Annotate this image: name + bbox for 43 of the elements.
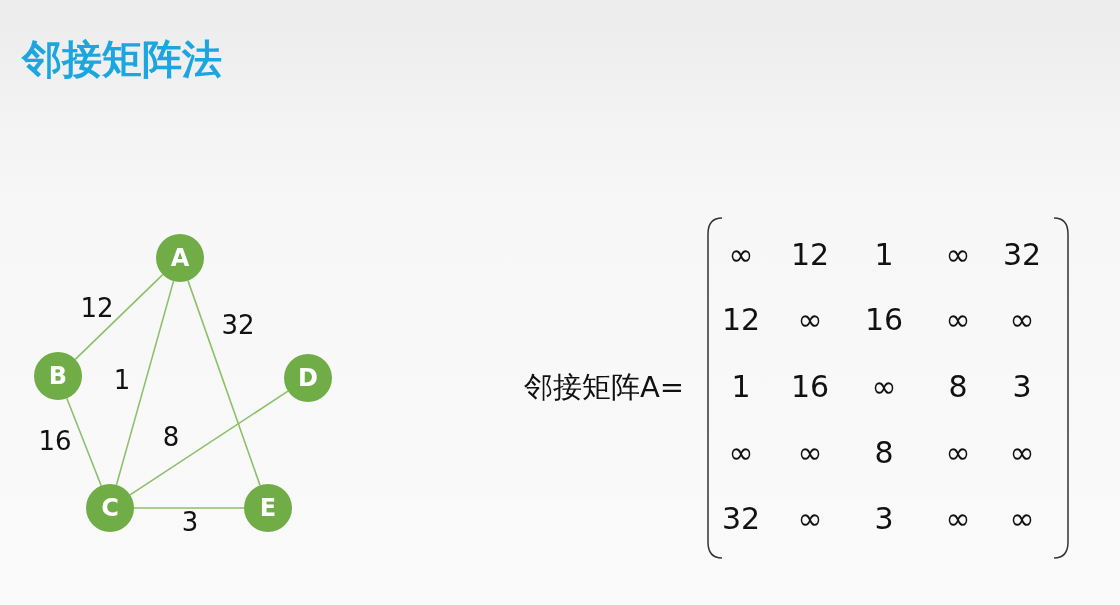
matrix-entry: ∞ bbox=[1009, 434, 1035, 470]
matrix-entry: ∞ bbox=[945, 236, 971, 272]
matrix-entry: 16 bbox=[790, 368, 830, 404]
edge-weight: 8 bbox=[162, 422, 180, 452]
matrix-entry: ∞ bbox=[945, 500, 971, 536]
vertex-circle: D bbox=[284, 354, 332, 402]
matrix-entry: ∞ bbox=[797, 434, 823, 470]
matrix-entry: 32 bbox=[1002, 236, 1042, 272]
matrix-entry: 8 bbox=[948, 368, 968, 404]
graph-edge bbox=[74, 273, 164, 361]
graph-edge bbox=[66, 397, 102, 487]
matrix-entry: 12 bbox=[721, 301, 761, 337]
matrix-entry: 12 bbox=[790, 236, 830, 272]
matrix-entry: ∞ bbox=[945, 434, 971, 470]
matrix-entry: 3 bbox=[874, 500, 894, 536]
graph-edge bbox=[187, 279, 261, 487]
edge-weight: 32 bbox=[221, 310, 255, 340]
matrix-label: 邻接矩阵A= bbox=[523, 369, 685, 406]
vertex-circle: B bbox=[34, 352, 82, 400]
matrix-entry: 1 bbox=[731, 368, 751, 404]
vertex-circle: C bbox=[86, 484, 134, 532]
edge-weight: 3 bbox=[181, 507, 199, 537]
matrix-entry: ∞ bbox=[871, 368, 897, 404]
matrix-entry: 32 bbox=[721, 500, 761, 536]
matrix-entry: ∞ bbox=[1009, 301, 1035, 337]
matrix-entry: 3 bbox=[1012, 368, 1032, 404]
matrix-entry: 1 bbox=[874, 236, 894, 272]
edge-weight: 16 bbox=[38, 426, 72, 456]
matrix-entry: 16 bbox=[864, 301, 904, 337]
edge-weight: 1 bbox=[113, 365, 131, 395]
graph-edge bbox=[133, 507, 245, 509]
matrix-entry: ∞ bbox=[945, 301, 971, 337]
matrix-entry: 8 bbox=[874, 434, 894, 470]
matrix-entry: ∞ bbox=[728, 236, 754, 272]
slide-title: 邻接矩阵法 bbox=[22, 35, 222, 84]
graph-edge bbox=[115, 280, 175, 486]
matrix-entry: ∞ bbox=[797, 301, 823, 337]
edge-weight: 12 bbox=[80, 293, 114, 323]
matrix-entry: ∞ bbox=[797, 500, 823, 536]
matrix-entry: ∞ bbox=[1009, 500, 1035, 536]
vertex-circle: E bbox=[244, 484, 292, 532]
matrix-entry: ∞ bbox=[728, 434, 754, 470]
vertex-circle: A bbox=[156, 234, 204, 282]
